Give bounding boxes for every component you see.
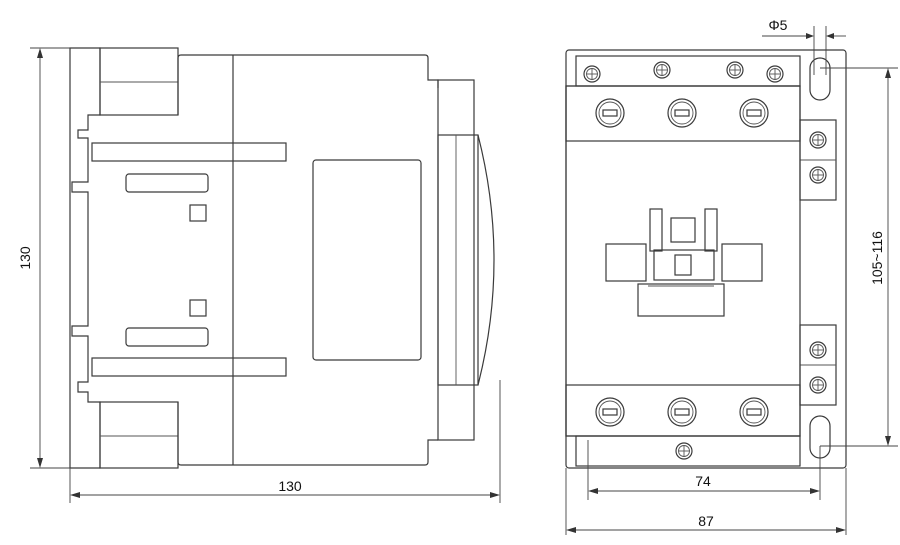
front-view-dimensions: Φ5 105~116 74 87 <box>565 17 898 535</box>
front-view <box>565 49 847 469</box>
side-height-label: 130 <box>17 246 33 270</box>
side-view <box>69 47 495 469</box>
hole-diameter-label: Φ5 <box>769 17 788 33</box>
side-view-dimensions: 130 130 <box>17 47 501 503</box>
horizontal-spacing-label: 74 <box>695 473 711 489</box>
front-width-label: 87 <box>698 513 714 529</box>
vertical-spacing-label: 105~116 <box>869 231 885 285</box>
side-width-label: 130 <box>278 478 302 494</box>
